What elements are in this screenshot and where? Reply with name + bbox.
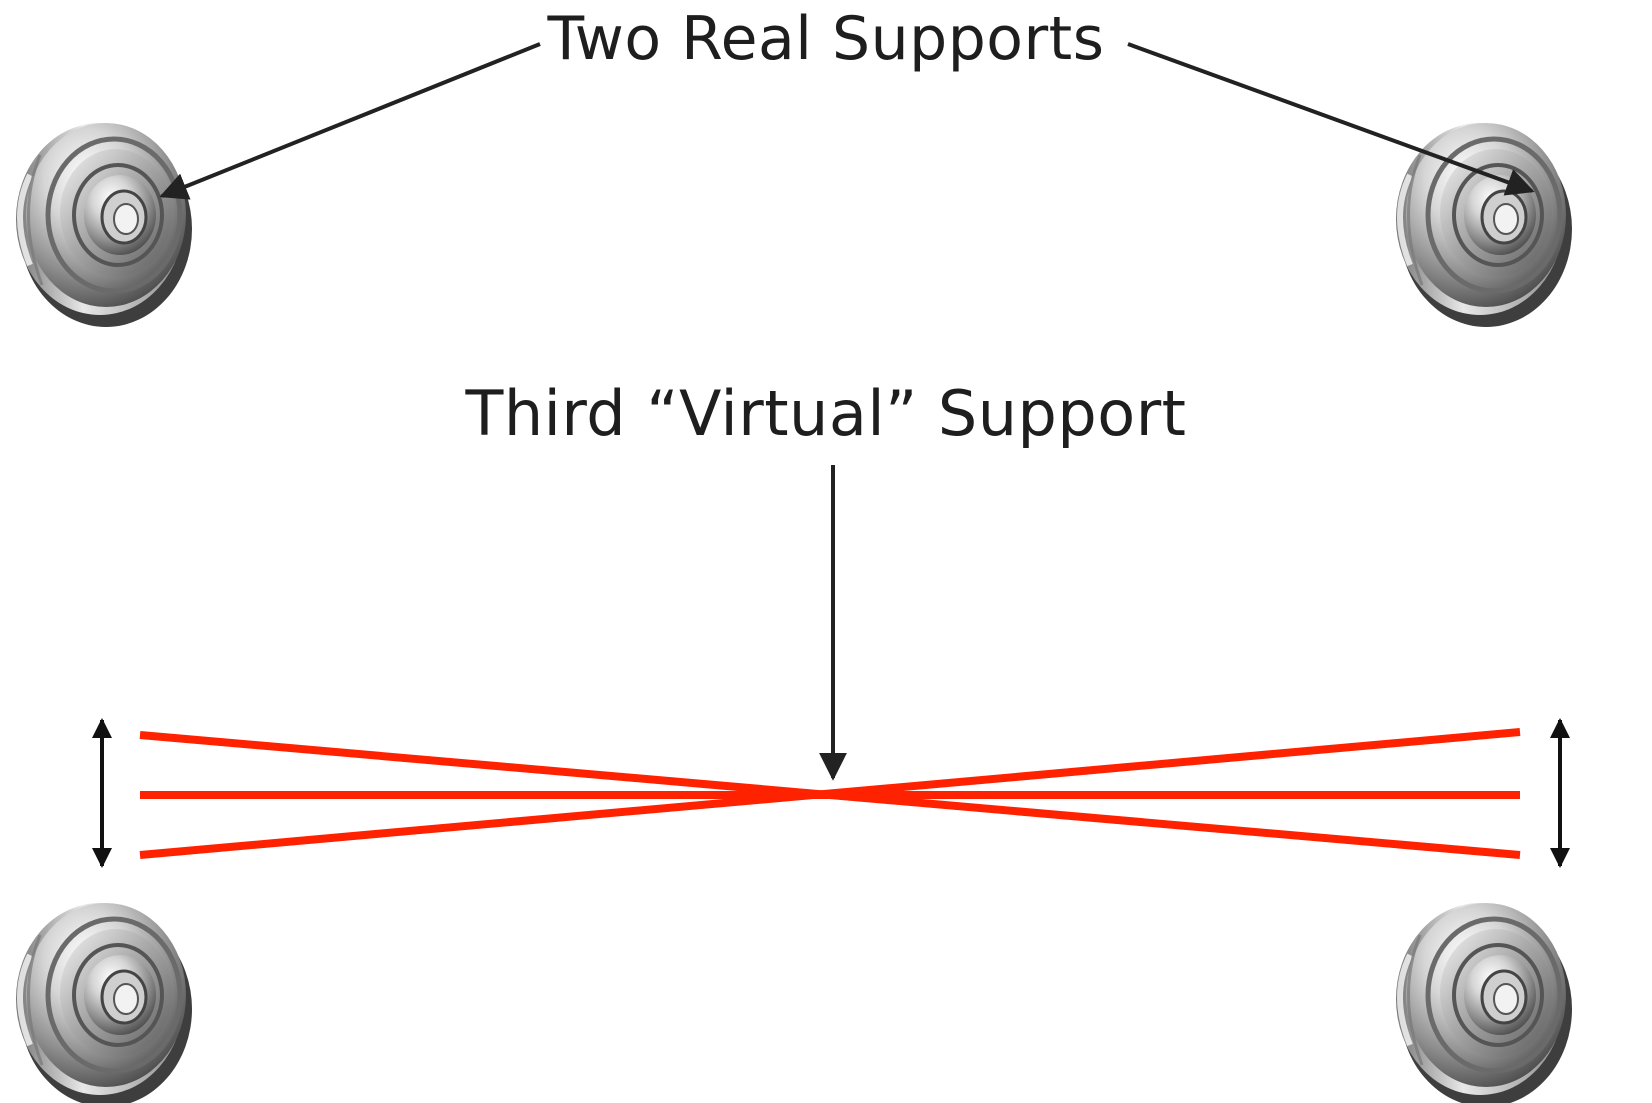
virtual-support-label: Third “Virtual” Support	[465, 377, 1187, 450]
lower-wheel-left	[16, 903, 192, 1103]
wheel-icon	[1396, 903, 1572, 1103]
real-support-wheel-right	[1396, 123, 1572, 327]
wheel-icon	[16, 123, 192, 327]
pivot-lines	[139, 728, 1521, 859]
pointer-arrow-left	[159, 42, 541, 200]
wheel-icon	[16, 903, 192, 1103]
real-support-wheel-left	[16, 123, 192, 327]
real-supports-label: Two Real Supports	[547, 4, 1105, 74]
lower-wheel-right	[1396, 903, 1572, 1103]
beam-line-ascending	[139, 728, 1521, 859]
wheel-icon	[1396, 123, 1572, 327]
pointer-arrow-right	[1127, 42, 1535, 196]
